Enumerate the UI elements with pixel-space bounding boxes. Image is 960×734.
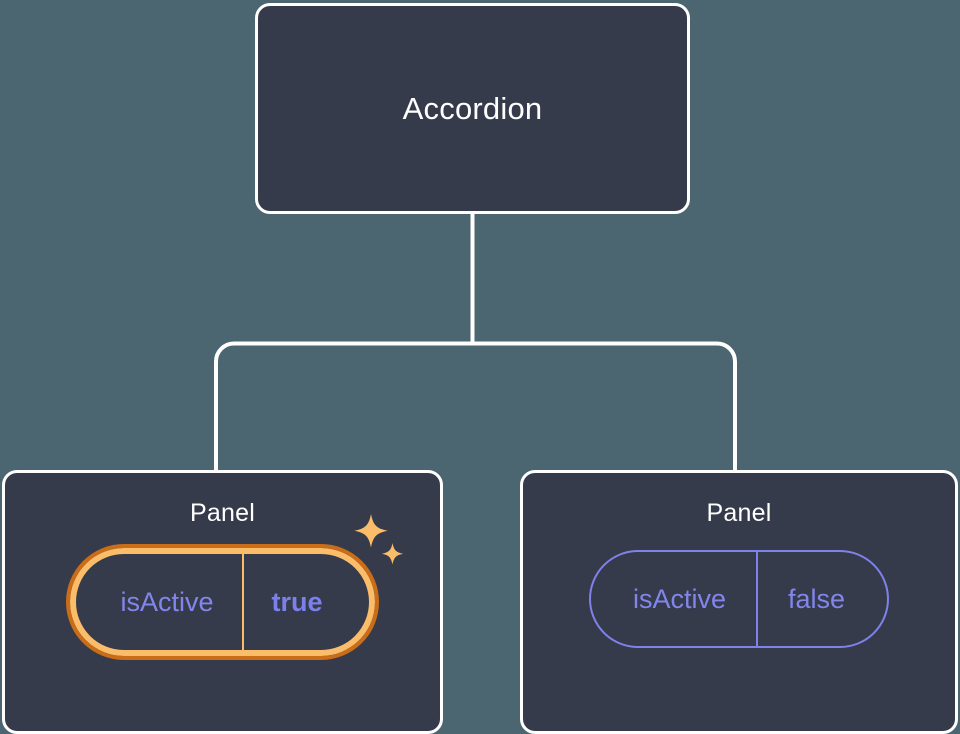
node-accordion[interactable]: Accordion (255, 3, 690, 214)
prop-divider (755, 552, 758, 646)
edge-bus-to-right-panel (472, 341, 737, 470)
prop-key-label: isActive (120, 586, 214, 617)
prop-badge-left-wrapper: isActive true (66, 514, 403, 660)
node-panel-right-title: Panel (706, 499, 772, 527)
prop-value-label: false (787, 583, 846, 614)
prop-badge-isactive-false[interactable]: isActive false (588, 550, 890, 648)
node-accordion-title: Accordion (402, 90, 543, 126)
prop-badge-isactive-true[interactable]: isActive true (66, 544, 379, 660)
node-panel-left-title: Panel (190, 499, 255, 527)
prop-value-label: true (271, 586, 323, 617)
prop-key-label: isActive (632, 583, 726, 614)
node-panel-right[interactable]: Panel isActive false (520, 470, 958, 734)
prop-badge-right-wrapper: isActive false (588, 550, 890, 648)
node-panel-left[interactable]: Panel isActive true (2, 470, 443, 734)
edge-bus-to-left-panel (214, 341, 473, 470)
prop-divider (241, 554, 244, 650)
